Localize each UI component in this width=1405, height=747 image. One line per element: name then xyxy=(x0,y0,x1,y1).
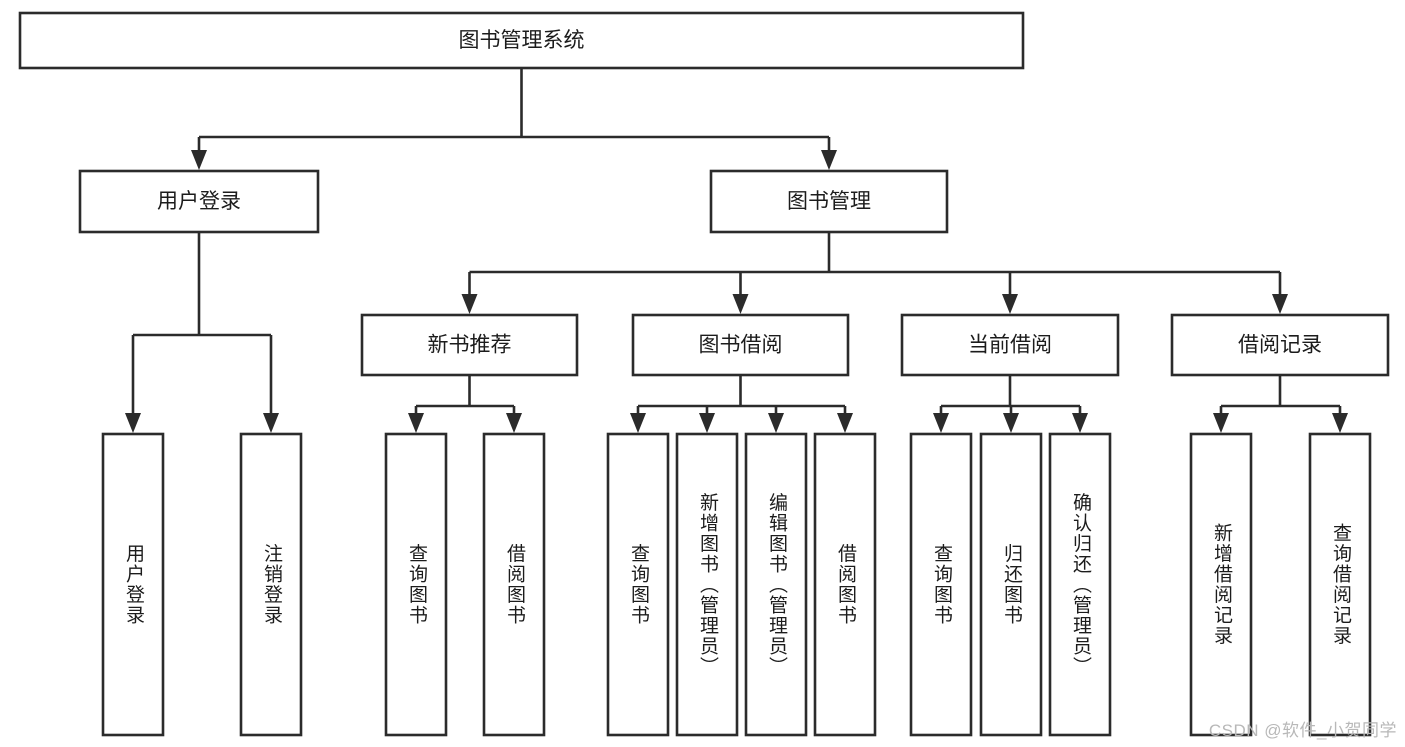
node-leaf-borrow-query-book[interactable]: 查询图书 xyxy=(606,432,670,737)
node-box-current-borrow[interactable] xyxy=(900,313,1120,377)
node-box-leaf-borrow-add-book[interactable] xyxy=(675,432,739,737)
node-new-book-rec[interactable]: 新书推荐 xyxy=(360,313,579,377)
node-leaf-current-confirm-return[interactable]: 确认归还（管理员） xyxy=(1048,432,1112,737)
node-label-leaf-rec-borrow-book: 借阅图书 xyxy=(504,543,526,625)
node-label-leaf-record-query: 查询借阅记录 xyxy=(1330,523,1352,646)
node-label-borrow-record: 借阅记录 xyxy=(1238,334,1322,357)
node-box-leaf-record-query[interactable] xyxy=(1308,432,1372,737)
node-box-leaf-user-login[interactable] xyxy=(101,432,165,737)
node-label-user-login: 用户登录 xyxy=(157,190,241,213)
node-leaf-borrow-edit-book[interactable]: 编辑图书（管理员） xyxy=(744,432,808,737)
node-book-borrow[interactable]: 图书借阅 xyxy=(631,313,850,377)
node-label-leaf-borrow-borrow-book: 借阅图书 xyxy=(835,543,857,625)
node-box-leaf-rec-query-book[interactable] xyxy=(384,432,448,737)
node-box-root[interactable] xyxy=(18,11,1025,70)
node-label-book-borrow: 图书借阅 xyxy=(699,334,783,357)
node-label-leaf-borrow-query-book: 查询图书 xyxy=(628,543,650,625)
node-label-leaf-user-login: 用户登录 xyxy=(123,544,145,626)
node-user-login[interactable]: 用户登录 xyxy=(78,169,320,234)
connector-current-borrow xyxy=(933,375,1088,433)
node-current-borrow[interactable]: 当前借阅 xyxy=(900,313,1120,377)
node-borrow-record[interactable]: 借阅记录 xyxy=(1170,313,1390,377)
node-leaf-record-query[interactable]: 查询借阅记录 xyxy=(1308,432,1372,737)
node-box-borrow-record[interactable] xyxy=(1170,313,1390,377)
node-leaf-rec-query-book[interactable]: 查询图书 xyxy=(384,432,448,737)
node-box-leaf-current-confirm-return[interactable] xyxy=(1048,432,1112,737)
node-box-leaf-borrow-edit-book[interactable] xyxy=(744,432,808,737)
node-box-book-manage[interactable] xyxy=(709,169,949,234)
node-leaf-rec-borrow-book[interactable]: 借阅图书 xyxy=(482,432,546,737)
node-leaf-record-add[interactable]: 新增借阅记录 xyxy=(1189,432,1253,737)
node-label-root: 图书管理系统 xyxy=(459,29,585,52)
node-label-book-manage: 图书管理 xyxy=(787,190,871,213)
node-label-leaf-record-add: 新增借阅记录 xyxy=(1211,523,1233,646)
node-label-new-book-rec: 新书推荐 xyxy=(428,334,512,357)
node-box-book-borrow[interactable] xyxy=(631,313,850,377)
node-label-leaf-user-logout: 注销登录 xyxy=(261,543,283,625)
connector-book-manage xyxy=(461,232,1288,314)
node-leaf-current-return-book[interactable]: 归还图书 xyxy=(979,432,1043,737)
node-label-leaf-current-confirm-return: 确认归还（管理员） xyxy=(1070,492,1092,677)
node-label-current-borrow: 当前借阅 xyxy=(968,334,1052,357)
connector-book-borrow xyxy=(630,375,853,433)
node-leaf-user-logout[interactable]: 注销登录 xyxy=(239,432,303,737)
node-label-leaf-rec-query-book: 查询图书 xyxy=(406,543,428,625)
connector-root xyxy=(191,68,837,170)
connector-layer xyxy=(125,68,1348,433)
connector-new-book-rec xyxy=(408,375,522,433)
node-label-leaf-borrow-add-book: 新增图书（管理员） xyxy=(697,492,719,677)
node-box-new-book-rec[interactable] xyxy=(360,313,579,377)
node-box-leaf-borrow-query-book[interactable] xyxy=(606,432,670,737)
node-box-leaf-current-query-book[interactable] xyxy=(909,432,973,737)
node-label-leaf-current-query-book: 查询图书 xyxy=(931,543,953,625)
node-book-manage[interactable]: 图书管理 xyxy=(709,169,949,234)
node-leaf-user-login[interactable]: 用户登录 xyxy=(101,432,165,737)
node-label-leaf-borrow-edit-book: 编辑图书（管理员） xyxy=(766,492,788,677)
node-leaf-borrow-borrow-book[interactable]: 借阅图书 xyxy=(813,432,877,737)
node-label-leaf-current-return-book: 归还图书 xyxy=(1001,543,1023,625)
node-box-leaf-record-add[interactable] xyxy=(1189,432,1253,737)
node-box-leaf-current-return-book[interactable] xyxy=(979,432,1043,737)
connector-borrow-record xyxy=(1213,375,1348,433)
node-box-leaf-rec-borrow-book[interactable] xyxy=(482,432,546,737)
node-box-user-login[interactable] xyxy=(78,169,320,234)
node-layer: 图书管理系统用户登录图书管理新书推荐图书借阅当前借阅借阅记录用户登录注销登录查询… xyxy=(18,11,1390,737)
node-box-leaf-borrow-borrow-book[interactable] xyxy=(813,432,877,737)
connector-user-login xyxy=(125,232,279,433)
node-leaf-current-query-book[interactable]: 查询图书 xyxy=(909,432,973,737)
node-root[interactable]: 图书管理系统 xyxy=(18,11,1025,70)
node-leaf-borrow-add-book[interactable]: 新增图书（管理员） xyxy=(675,432,739,737)
node-box-leaf-user-logout[interactable] xyxy=(239,432,303,737)
